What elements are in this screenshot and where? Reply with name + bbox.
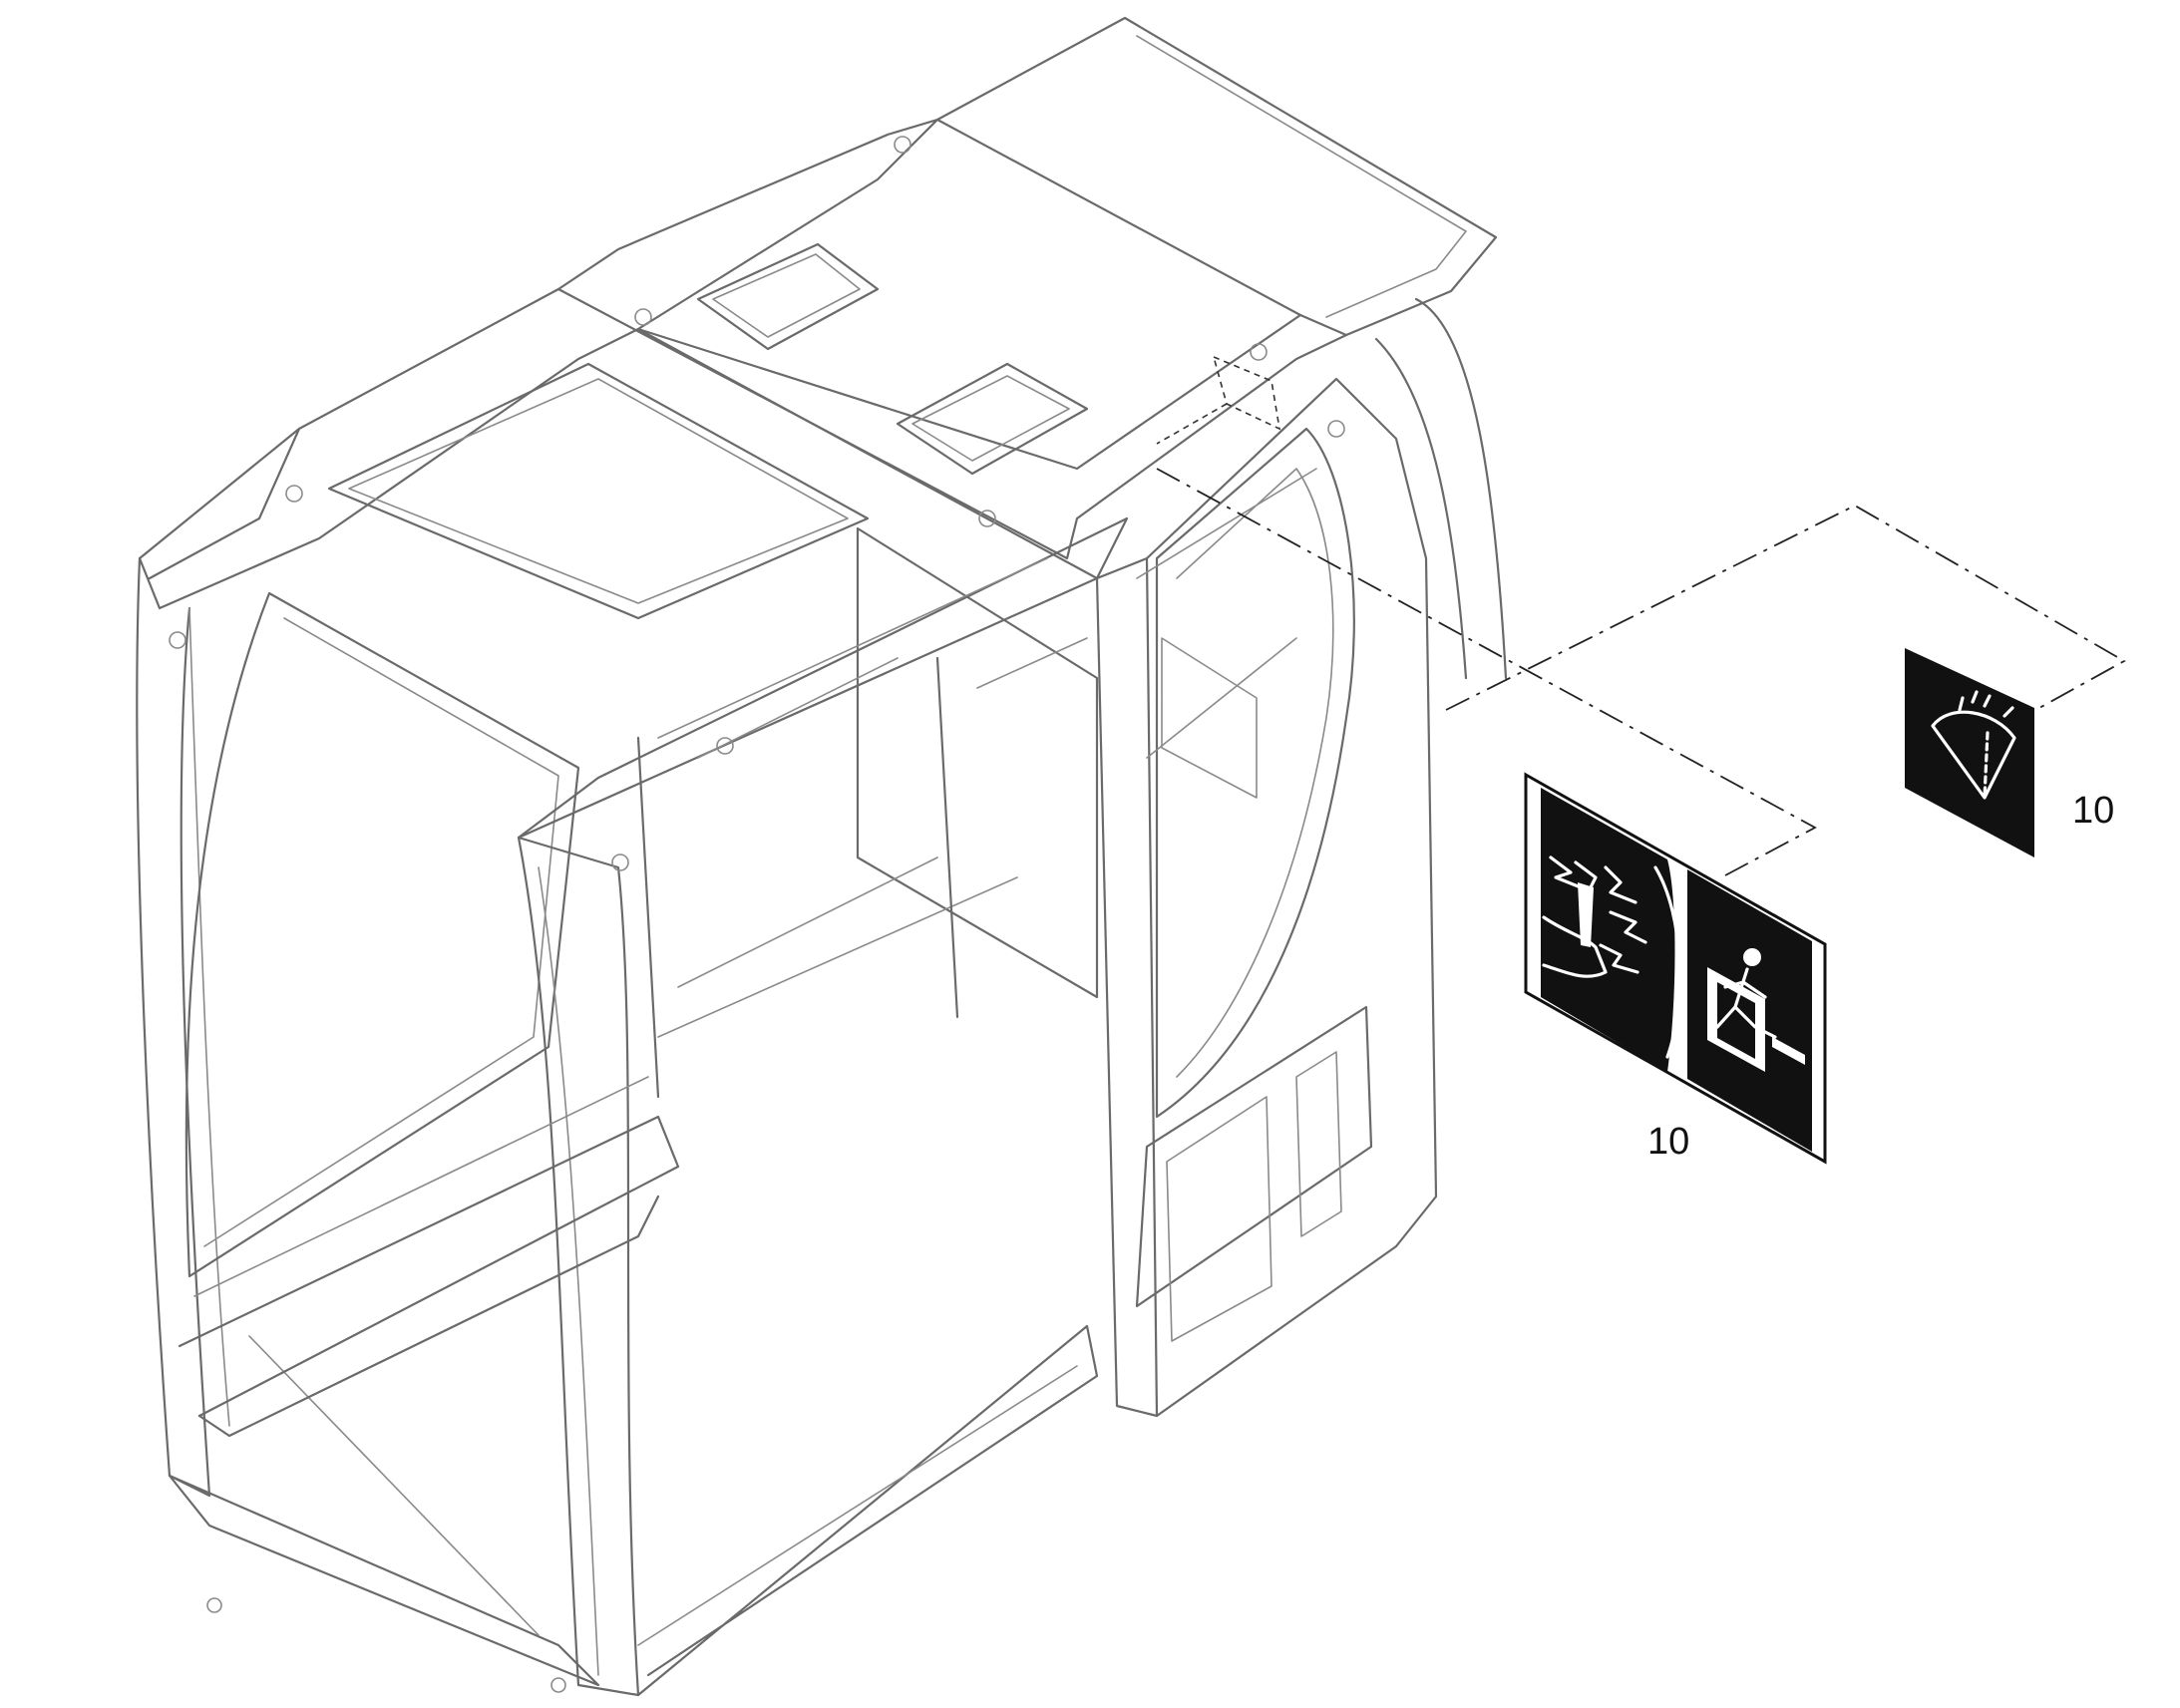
- operator-cab-frame-icon: [136, 16, 1508, 1697]
- callout-number-washer: 10: [2072, 790, 2115, 832]
- safety-decal-pair: [1524, 772, 1827, 1165]
- leader-lines: [1156, 355, 2126, 876]
- windshield-washer-decal: [1905, 648, 2034, 857]
- emergency-exit-icon: [1707, 948, 1805, 1072]
- break-glass-decal: [1541, 788, 1675, 1072]
- windshield-washer-icon: [1931, 690, 2016, 800]
- callout-number-safety-decal: 10: [1647, 1121, 1690, 1163]
- break-glass-hammer-icon: [1542, 855, 1681, 1059]
